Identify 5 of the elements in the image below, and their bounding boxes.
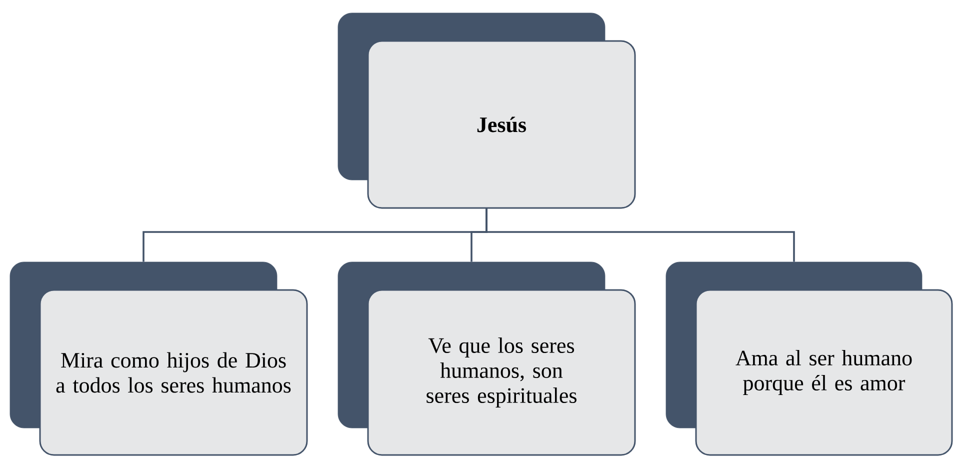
text-card: Ve que los seres humanos, son seres espirituales (338, 262, 636, 456)
text-card: Mira como hijos de Dios a todos los seres humanos (10, 262, 308, 456)
text-card: Jesús (338, 12, 636, 209)
text-card: Ama al ser humano porque él es amor (666, 262, 953, 456)
connector-line (486, 208, 795, 262)
